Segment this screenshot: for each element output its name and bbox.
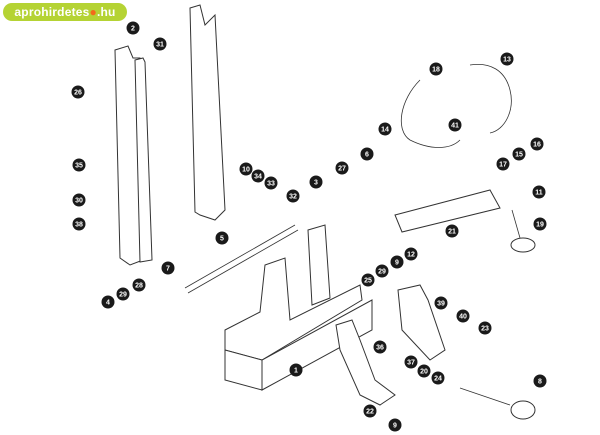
callout-4: 4	[101, 295, 115, 309]
callout-number: 34	[254, 174, 262, 181]
callout-number: 26	[74, 90, 82, 97]
callout-8: 8	[533, 374, 547, 388]
callout-13: 13	[500, 52, 514, 66]
callout-number: 5	[220, 236, 224, 243]
logo-dot: ●	[89, 5, 97, 19]
callout-number: 29	[119, 292, 127, 299]
callout-24: 24	[431, 371, 445, 385]
bracket-handles	[401, 63, 512, 148]
callout-number: 10	[242, 167, 250, 174]
callout-number: 17	[499, 162, 507, 169]
callout-36: 36	[373, 340, 387, 354]
callout-number: 2	[131, 26, 135, 33]
callout-number: 31	[156, 42, 164, 49]
callout-number: 12	[407, 252, 415, 259]
callout-39: 39	[434, 296, 448, 310]
callout-number: 41	[451, 123, 459, 130]
callout-34: 34	[251, 169, 265, 183]
callout-number: 15	[515, 152, 523, 159]
callout-21: 21	[445, 224, 459, 238]
callout-number: 9	[393, 423, 397, 430]
callout-35: 35	[72, 158, 86, 172]
callout-number: 9	[395, 260, 399, 267]
callout-number: 11	[535, 190, 543, 197]
callout-number: 8	[538, 379, 542, 386]
callout-number: 20	[420, 369, 428, 376]
callout-29: 29	[375, 264, 389, 278]
callout-2: 2	[126, 21, 140, 35]
callout-17: 17	[496, 157, 510, 171]
callout-38: 38	[72, 217, 86, 231]
callout-number: 21	[448, 229, 456, 236]
callout-37: 37	[404, 355, 418, 369]
callout-32: 32	[286, 189, 300, 203]
callout-number: 13	[503, 57, 511, 64]
callout-20: 20	[417, 364, 431, 378]
callout-number: 6	[365, 152, 369, 159]
callout-number: 18	[432, 67, 440, 74]
callout-5: 5	[215, 231, 229, 245]
callout-number: 37	[407, 360, 415, 367]
watermark-logo: aprohirdetes●.hu	[3, 3, 127, 21]
callout-30: 30	[72, 193, 86, 207]
lift-arms	[114, 4, 226, 266]
callout-15: 15	[512, 147, 526, 161]
callout-19: 19	[533, 217, 547, 231]
callout-6: 6	[360, 147, 374, 161]
callout-number: 4	[106, 300, 110, 307]
callout-26: 26	[71, 85, 85, 99]
callout-7: 7	[161, 261, 175, 275]
callout-number: 35	[75, 163, 83, 170]
shaft	[184, 224, 299, 294]
callout-number: 39	[437, 301, 445, 308]
callout-18: 18	[429, 62, 443, 76]
callout-number: 33	[267, 181, 275, 188]
callout-number: 1	[294, 368, 298, 375]
callout-number: 24	[434, 376, 442, 383]
side-plates	[335, 284, 446, 406]
callout-12: 12	[404, 247, 418, 261]
callout-10: 10	[239, 162, 253, 176]
callout-31: 31	[153, 37, 167, 51]
callout-number: 36	[376, 345, 384, 352]
callout-number: 25	[364, 278, 372, 285]
callout-number: 28	[135, 283, 143, 290]
callout-number: 23	[481, 326, 489, 333]
handle-pin	[459, 209, 536, 420]
callout-number: 29	[378, 269, 386, 276]
callout-29: 29	[116, 287, 130, 301]
callout-number: 14	[381, 127, 389, 134]
callout-28: 28	[132, 278, 146, 292]
callout-number: 30	[75, 198, 83, 205]
callout-9: 9	[390, 255, 404, 269]
callout-11: 11	[532, 185, 546, 199]
callout-number: 38	[75, 222, 83, 229]
callout-3: 3	[309, 175, 323, 189]
callout-16: 16	[530, 137, 544, 151]
callout-number: 22	[366, 409, 374, 416]
callout-33: 33	[264, 176, 278, 190]
callout-number: 27	[338, 166, 346, 173]
callout-41: 41	[448, 118, 462, 132]
callout-22: 22	[363, 404, 377, 418]
callout-number: 40	[459, 314, 467, 321]
callout-labels: 2312635303810343332181314411615176273111…	[71, 21, 547, 432]
callout-40: 40	[456, 309, 470, 323]
callout-9: 9	[388, 418, 402, 432]
top-link	[394, 189, 501, 233]
callout-27: 27	[335, 161, 349, 175]
logo-suffix: .hu	[96, 5, 116, 19]
callout-25: 25	[361, 273, 375, 287]
callout-number: 7	[166, 266, 170, 273]
callout-1: 1	[289, 363, 303, 377]
callout-number: 16	[533, 142, 541, 149]
callout-number: 3	[314, 180, 318, 187]
callout-14: 14	[378, 122, 392, 136]
callout-number: 32	[289, 194, 297, 201]
logo-text: aprohirdetes	[14, 5, 90, 19]
callout-23: 23	[478, 321, 492, 335]
callout-number: 19	[536, 222, 544, 229]
